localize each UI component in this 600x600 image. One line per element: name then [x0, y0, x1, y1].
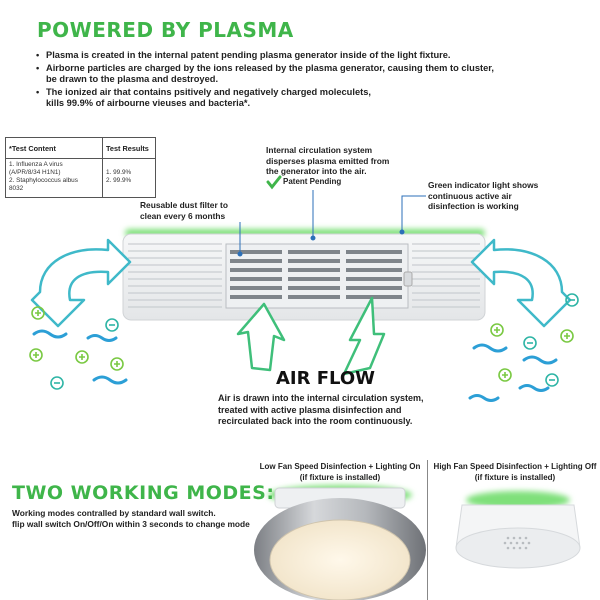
circulation-callout: Internal circulation system disperses pl… — [266, 145, 390, 176]
modes-description: Working modes contralled by standard wal… — [12, 508, 250, 529]
table-row: 1. Influenza A virus (A/PR/8/34 H1N1) 2.… — [5, 158, 156, 198]
page-title: POWERED BY PLASMA — [37, 18, 294, 42]
plus-ion-icon — [29, 306, 574, 382]
bullet-item: Airborne particles are charged by the io… — [36, 63, 516, 86]
airflow-title: AIR FLOW — [276, 368, 376, 389]
feature-bullets: Plasma is created in the internal patent… — [36, 50, 516, 111]
high-fan-fixture — [455, 491, 581, 569]
patent-pending-label: Patent Pending — [283, 177, 342, 186]
modes-title: TWO WORKING MODES: — [12, 482, 275, 504]
wave-icon — [32, 329, 558, 402]
test-result-cell: 1. 99.9% 2. 99.9% — [102, 158, 156, 198]
low-fan-fixture — [254, 485, 426, 600]
curved-arrow-icon — [30, 238, 572, 328]
mode-divider — [427, 460, 428, 600]
bullet-item: Plasma is created in the internal patent… — [36, 50, 516, 62]
check-icon — [266, 175, 282, 190]
filter-callout: Reusable dust filter to clean every 6 mo… — [140, 200, 228, 221]
minus-ion-icon — [50, 293, 579, 390]
test-results-table: *Test Content Test Results 1. Influenza … — [5, 137, 156, 198]
high-mode-label: High Fan Speed Disinfection + Lighting O… — [433, 462, 597, 482]
low-mode-label: Low Fan Speed Disinfection + Lighting On… — [259, 462, 421, 482]
main-device — [122, 233, 486, 321]
up-arrow-icon — [236, 296, 386, 376]
indicator-callout: Green indicator light shows continuous a… — [428, 180, 539, 211]
airflow-description: Air is drawn into the internal circulati… — [218, 393, 424, 427]
test-content-cell: 1. Influenza A virus (A/PR/8/34 H1N1) 2.… — [5, 158, 103, 198]
bullet-item: The ionized air that contains psitively … — [36, 87, 516, 110]
